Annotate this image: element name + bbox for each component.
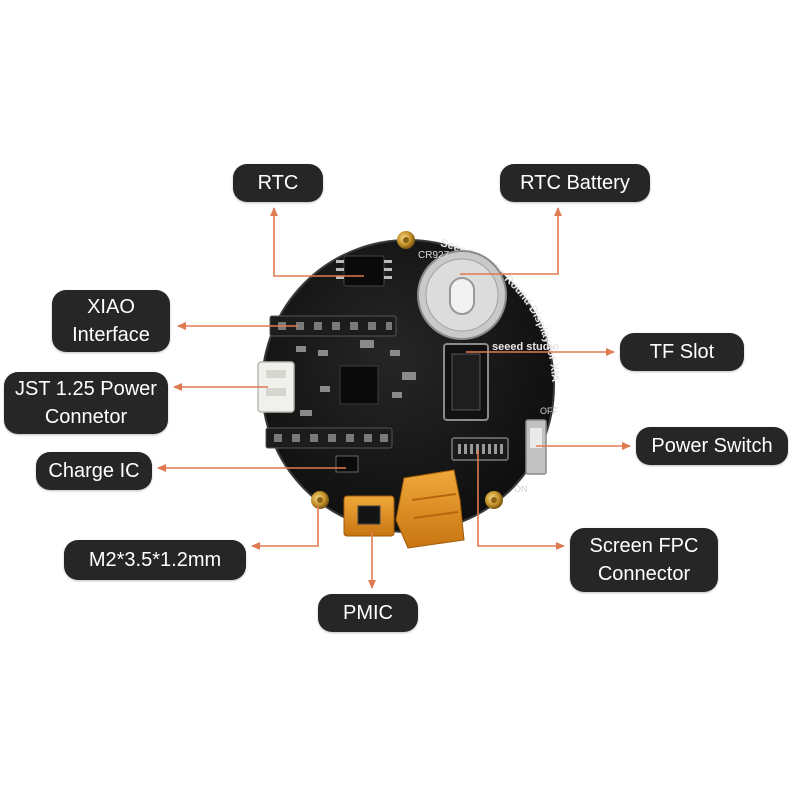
arrow-rtc <box>270 207 364 277</box>
switch-on-text: ON <box>514 484 528 494</box>
rtc-label-text: RTC <box>257 172 299 194</box>
jst-power-connector-label: JST 1.25 Power Connetor <box>4 372 168 434</box>
arrow-m2-screw <box>251 506 319 550</box>
charge-ic-label-text: Charge IC <box>48 460 140 482</box>
rtc-chip <box>336 255 392 287</box>
xiao-interface-label-text: XIAO Interface <box>72 296 150 346</box>
power-switch-label-text: Power Switch <box>651 435 773 457</box>
pmic-label-text: PMIC <box>343 602 393 624</box>
screen-fpc-connector-label: Screen FPC Connector <box>570 528 718 592</box>
rtc-battery-label: RTC Battery <box>500 164 650 202</box>
arrow-screen-fpc <box>477 450 565 550</box>
xiao-interface-label: XIAO Interface <box>52 290 170 352</box>
arrow-rtc-battery <box>460 207 562 275</box>
battery-model-text: CR927 <box>418 250 450 261</box>
tf-slot-label-text: TF Slot <box>649 341 715 363</box>
tf-card-slot: seeed studio <box>443 341 560 421</box>
pmic-chip <box>343 495 395 537</box>
jst-power-connector-label-text: JST 1.25 Power Connetor <box>15 378 157 428</box>
rtc-battery-label-text: RTC Battery <box>520 172 630 194</box>
tf-slot-label: TF Slot <box>620 333 744 371</box>
screen-flex-cable <box>395 469 465 549</box>
m2-screw-label-text: M2*3.5*1.2mm <box>88 549 222 571</box>
leader-arrows <box>157 207 631 589</box>
power-switch: OFF ON <box>514 406 558 494</box>
m2-screw-label: M2*3.5*1.2mm <box>64 540 246 580</box>
mounting-screws <box>311 231 503 509</box>
pmic-label: PMIC <box>318 594 418 632</box>
rtc-battery-holder: CR927 <box>417 250 507 340</box>
fpc-connector <box>451 437 509 461</box>
brand-text: seeed studio <box>492 341 560 353</box>
charge-ic-chip <box>335 455 359 473</box>
xiao-header-bottom <box>265 427 393 449</box>
rtc-label: RTC <box>233 164 323 202</box>
power-switch-label: Power Switch <box>636 427 788 465</box>
central-components <box>296 340 416 416</box>
screen-fpc-connector-label-text: Screen FPC Connector <box>589 535 699 585</box>
switch-off-text: OFF <box>540 406 558 416</box>
charge-ic-label: Charge IC <box>36 452 152 490</box>
